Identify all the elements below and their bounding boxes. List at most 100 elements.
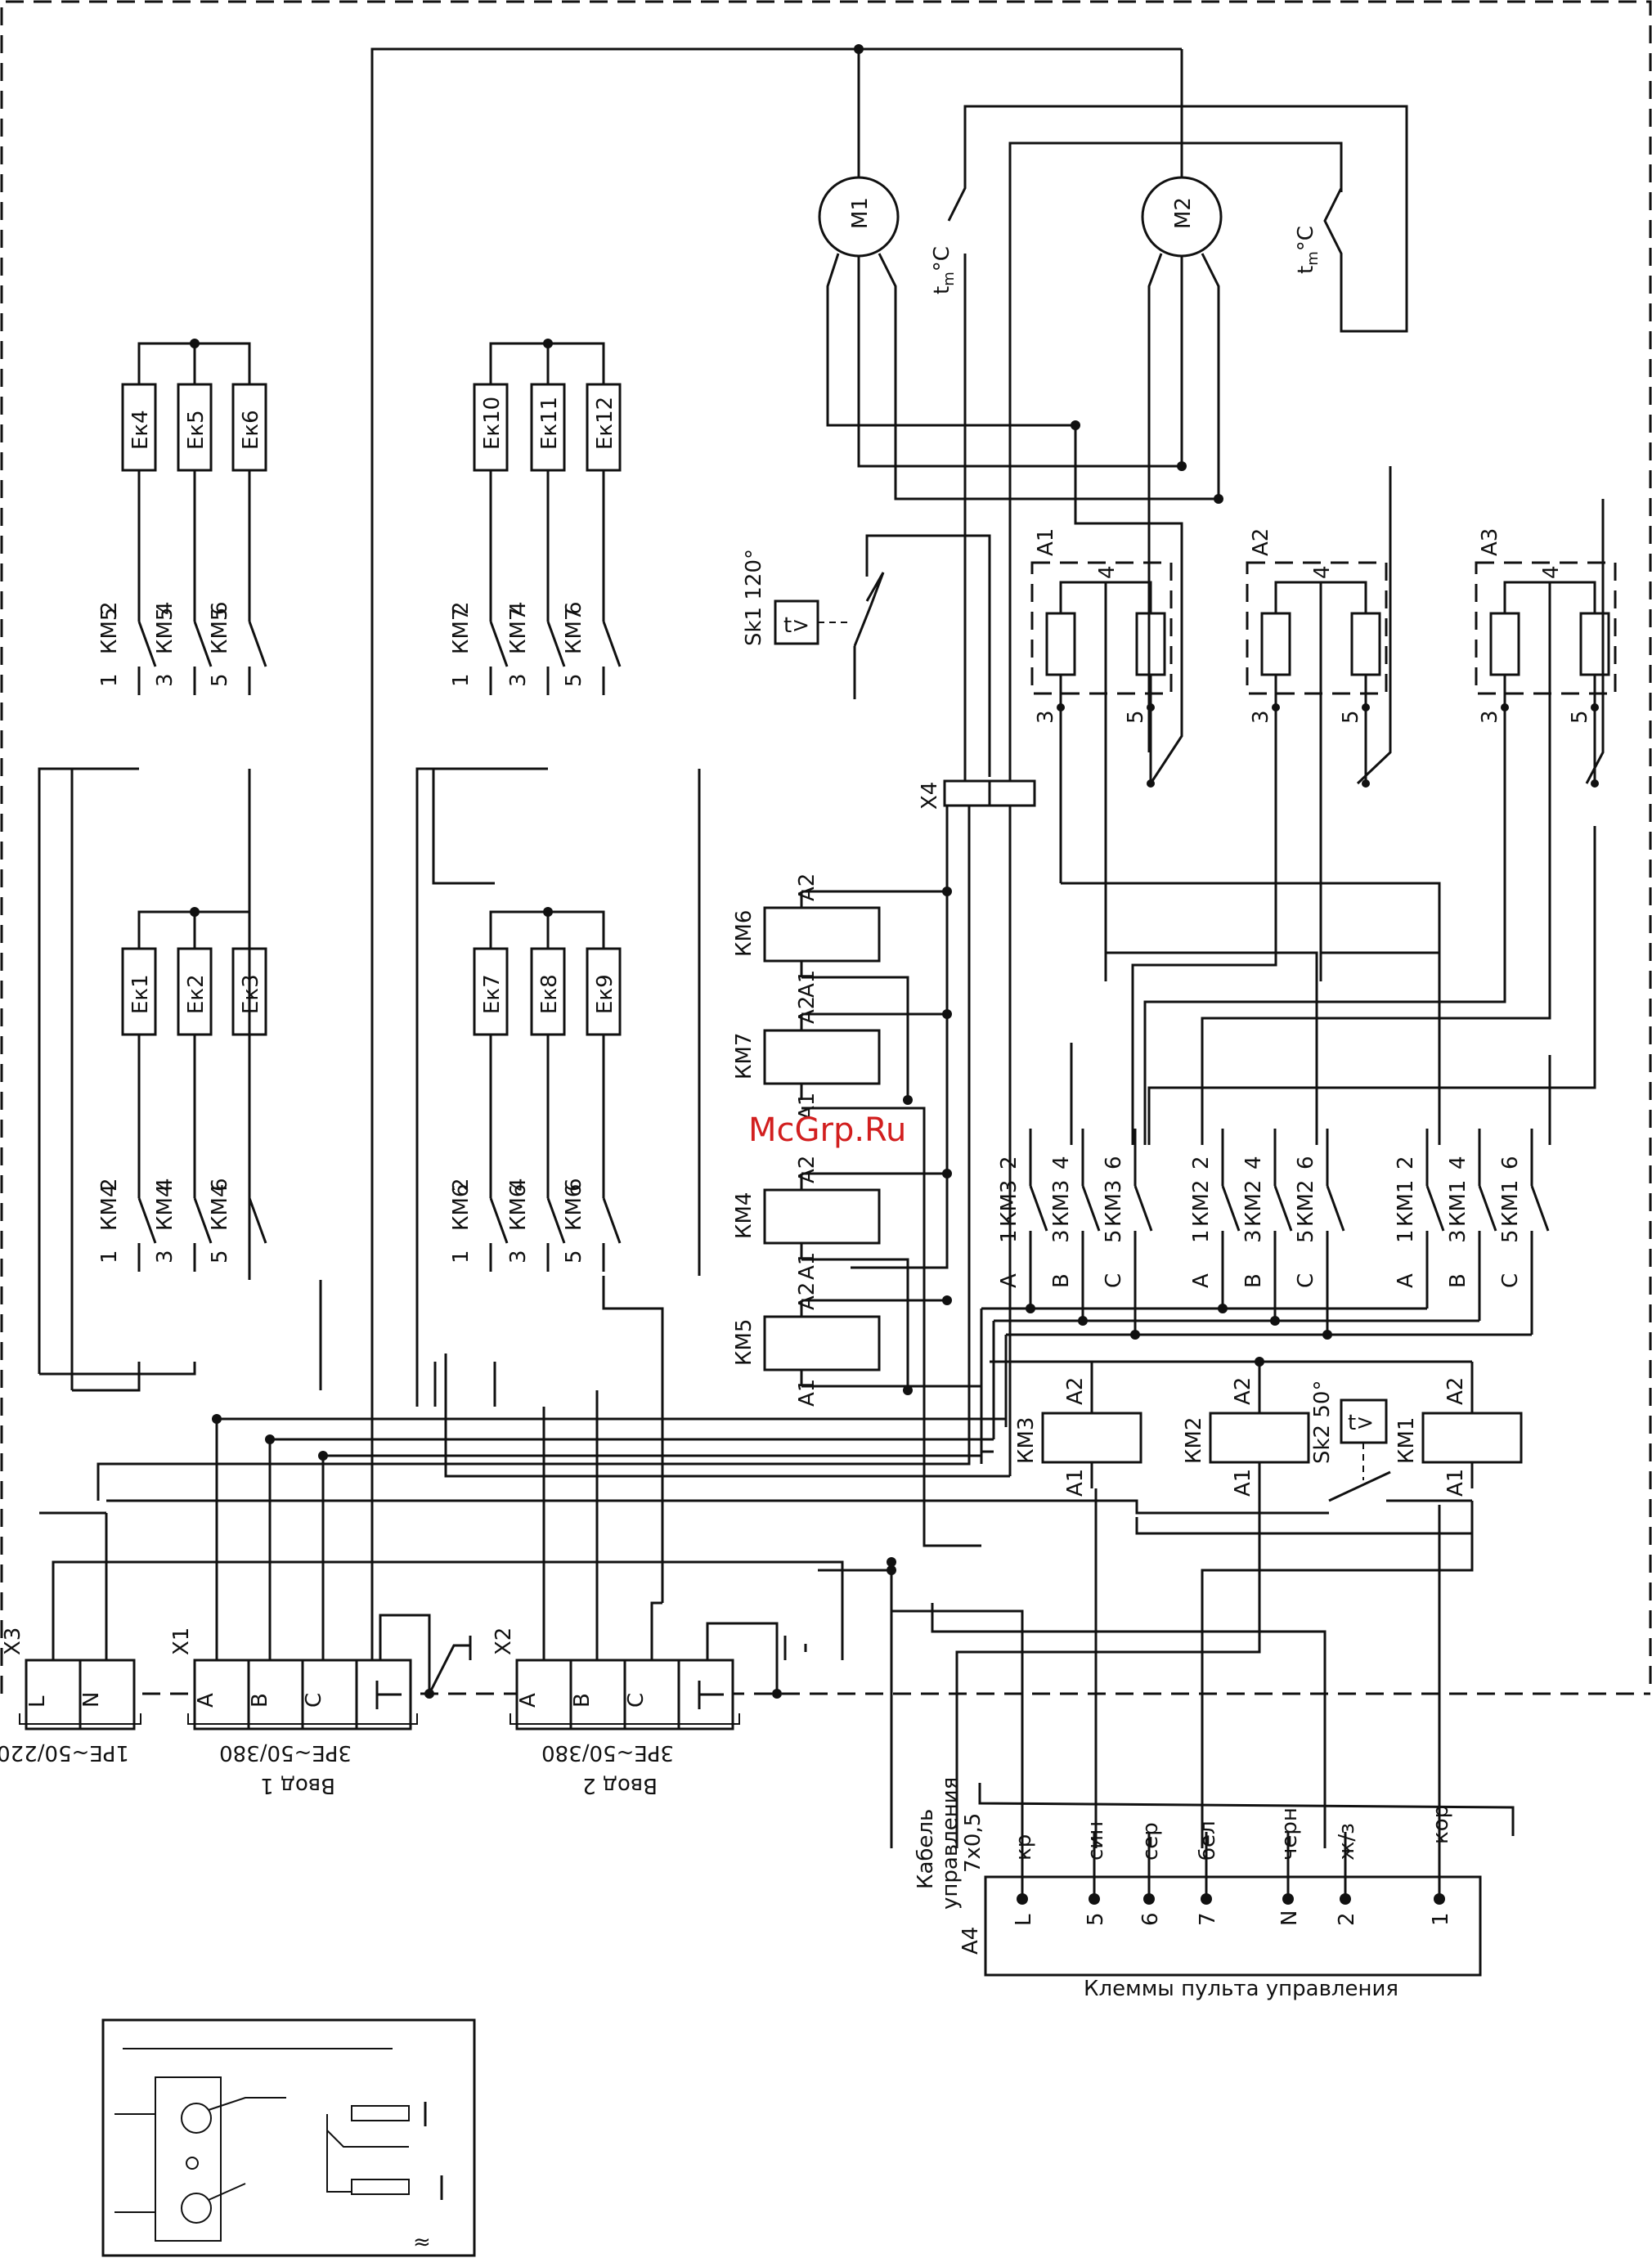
resistor-right <box>1135 612 1166 676</box>
heater-Ек8 <box>530 947 566 1036</box>
block-out <box>1319 951 1439 981</box>
contact-arm <box>1221 1185 1241 1232</box>
earth <box>428 1644 470 1695</box>
resistor-left <box>1045 612 1076 676</box>
contact-arm <box>489 1197 509 1244</box>
a4-label: A4 <box>958 1927 983 1955</box>
junction-dot <box>424 1689 434 1699</box>
coil-a1: A1 <box>795 1252 819 1280</box>
heater-label: Ек3 <box>239 974 263 1014</box>
heater-label: Ек6 <box>239 410 263 450</box>
heater-label: Ек2 <box>184 974 209 1014</box>
contact-name: КМ1 <box>1394 1180 1418 1227</box>
svg-text:X4: X4 <box>918 782 942 810</box>
svg-text:Sk1 120°: Sk1 120° <box>742 549 766 646</box>
block-out <box>1143 851 1506 1145</box>
a4-terminal-label: 1 <box>1429 1912 1453 1926</box>
heater-Ек11 <box>530 383 566 472</box>
a4-caption: Клеммы пульта управления <box>1084 1977 1398 2001</box>
contact-bottom-number: 1 <box>1189 1229 1214 1243</box>
motor-m1: M1 <box>818 49 1219 501</box>
junction-dot <box>1272 703 1280 712</box>
phase-label: A <box>1394 1273 1418 1288</box>
coil-КМ3 <box>1041 1412 1142 1464</box>
coil-a2: A2 <box>1443 1377 1468 1405</box>
junction-dot <box>1078 1316 1088 1326</box>
contact-top-number: 6 <box>1294 1156 1318 1169</box>
contact-arm <box>546 1197 566 1244</box>
heater-Ек4 <box>121 383 157 472</box>
a4-terminal-label: N <box>1277 1910 1302 1926</box>
junction-dot <box>1501 703 1509 712</box>
contact-top-number: 4 <box>506 1178 531 1192</box>
contact-name: КМ6 <box>562 1184 586 1231</box>
cable-label-2: управления <box>938 1777 963 1910</box>
left-bus-wiring <box>38 767 701 1603</box>
strip-rating: 3PE~50/380 <box>219 1740 352 1765</box>
phase-label: B <box>1446 1273 1470 1288</box>
resistor-block-A1 <box>1030 561 1173 695</box>
junction-dot <box>903 1385 913 1395</box>
contact-bottom-number: 1 <box>997 1229 1021 1243</box>
cable-wire-label: бел <box>1196 1820 1220 1861</box>
contact-arm <box>248 1197 267 1244</box>
coil-КМ7 <box>763 1029 881 1085</box>
contact-arm <box>1134 1185 1153 1232</box>
resistor-right <box>1350 612 1381 676</box>
contact-name: КМ4 <box>97 1184 122 1231</box>
svg-text:tm°C: tm°C <box>930 246 958 294</box>
terminal-L <box>25 1659 82 1731</box>
junction-dot <box>1218 1304 1228 1313</box>
motor-thermostat-1: tm°C <box>930 105 1408 785</box>
contact-arm <box>1530 1185 1550 1232</box>
a4-terminal-box <box>984 1875 1482 1977</box>
resistor-pin-left: 3 <box>1034 710 1058 724</box>
contact-top-number: 4 <box>506 601 531 615</box>
junction-dot <box>1362 703 1370 712</box>
heater-Ек7 <box>473 947 509 1036</box>
contactor-groups: 21КМ3A43КМ3B65КМ3C21КМ2A43КМ2B65КМ2C21КМ… <box>212 1129 1550 1461</box>
contact-top-number: 6 <box>1102 1156 1126 1169</box>
control-wiring <box>39 1353 1474 1848</box>
svg-text:M2: M2 <box>1171 197 1196 229</box>
contact-bottom-number: 1 <box>449 673 474 687</box>
block-out <box>1147 826 1596 1145</box>
terminal-B <box>247 1659 304 1731</box>
resistor-block-label: A1 <box>1034 528 1058 556</box>
contact-bottom-number: 3 <box>506 1250 531 1264</box>
junction-dot <box>1270 1316 1280 1326</box>
junction-dot <box>942 1009 952 1019</box>
coil-label: КМ6 <box>732 910 756 957</box>
coil-a1: A1 <box>795 1093 819 1120</box>
coil-link <box>801 976 909 1100</box>
coil-link <box>801 1385 983 1464</box>
resistor-pin-mid: 4 <box>1310 565 1335 579</box>
a4-terminal-label: 5 <box>1084 1912 1108 1926</box>
resistor-block-A3 <box>1475 561 1617 695</box>
phase-label: A <box>997 1273 1021 1288</box>
contact-bottom-number: 5 <box>1294 1229 1318 1243</box>
resistor-pin-mid: 4 <box>1095 565 1120 579</box>
phase-label: A <box>1189 1273 1214 1288</box>
contact-top-number: 6 <box>562 601 586 615</box>
strip-name: Ввод 2 <box>582 1773 658 1798</box>
svg-text:Sk2 50°: Sk2 50° <box>1310 1380 1335 1464</box>
motor-m2: M2 <box>1141 49 1223 499</box>
contact-arm <box>489 621 509 667</box>
contact-bottom-number: 3 <box>506 673 531 687</box>
contact-top-number: 4 <box>153 601 177 615</box>
contact-name: КМ4 <box>208 1184 232 1231</box>
svg-text:tm°C: tm°C <box>1294 226 1322 274</box>
coil-a1: A1 <box>1063 1469 1088 1497</box>
coil-label: КМ5 <box>732 1319 756 1366</box>
contact-bottom-number: 3 <box>1241 1229 1266 1243</box>
contact-arm <box>193 1197 213 1244</box>
cable-wire-label: кор <box>1429 1805 1453 1844</box>
contact-bottom-number: 5 <box>562 673 586 687</box>
coil-a2: A2 <box>795 1156 819 1183</box>
junction-dot <box>1591 779 1599 788</box>
terminal-N <box>79 1659 136 1731</box>
motor-feed <box>1074 425 1183 784</box>
